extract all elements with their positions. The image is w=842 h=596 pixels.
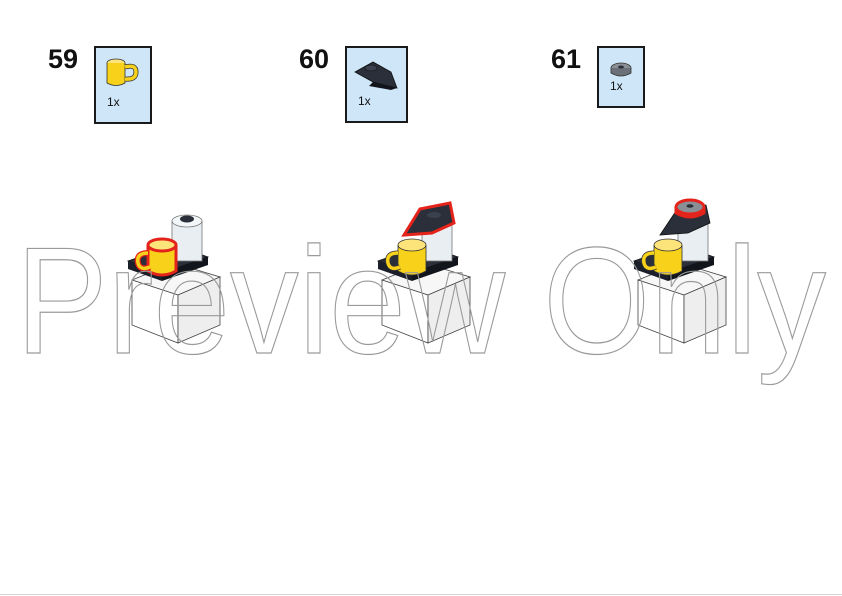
black-plate-with-tooth-icon	[354, 61, 398, 90]
part-quantity: 1x	[358, 94, 371, 108]
step-number: 61	[551, 44, 582, 74]
assembly-model	[376, 201, 472, 344]
watermark-text: Preview Only	[16, 216, 826, 386]
step-number: 59	[48, 44, 79, 74]
page-bottom-rule	[0, 594, 842, 595]
yellow-cup-with-handle-icon	[106, 58, 139, 86]
part-quantity: 1x	[107, 95, 120, 109]
part-quantity: 1x	[610, 79, 623, 93]
parts-callout: 1x	[94, 46, 152, 124]
step-number: 60	[299, 44, 330, 74]
parts-callout: 1x	[597, 46, 645, 108]
assembly-model	[632, 198, 728, 344]
parts-callout: 1x	[345, 46, 408, 123]
gray-round-tile-icon	[610, 62, 632, 77]
assembly-model	[126, 214, 222, 344]
